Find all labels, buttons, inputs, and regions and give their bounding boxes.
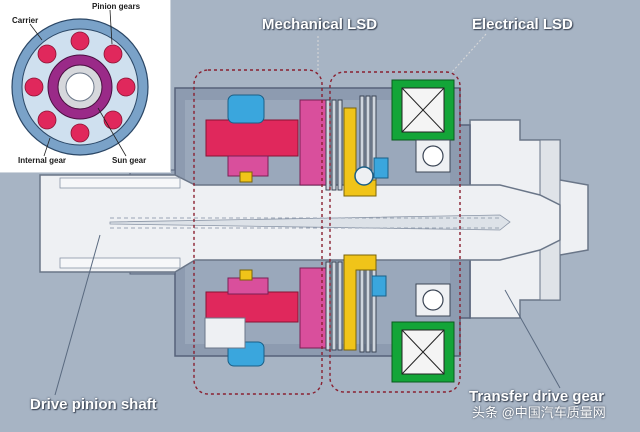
pinion-gears [24, 31, 136, 143]
drive-pinion-shaft [39, 174, 561, 273]
pinion-gears-label: Pinion gears [92, 2, 141, 11]
clutch-plates [325, 95, 377, 353]
transfer-drive-gear-label: Transfer drive gear [469, 388, 605, 405]
drive-pinion-shaft-leader [54, 234, 101, 396]
mechanical-lsd-upper-parts [205, 94, 327, 186]
electrical-lsd-label: Electrical LSD [472, 16, 573, 33]
ball-bearings [415, 139, 451, 317]
planetary-gear-inset: Carrier Pinion gears Internal gear Sun g… [0, 0, 171, 173]
sun-gear [47, 54, 113, 120]
electrical-lsd-actuator [343, 107, 389, 351]
mechanical-lsd-outline [193, 69, 323, 395]
drive-pinion-shaft-label: Drive pinion shaft [30, 396, 157, 413]
mechanical-lsd-label: Mechanical LSD [262, 16, 378, 33]
inset-leader-lines [29, 9, 127, 157]
electromagnetic-coil-upper [391, 79, 455, 141]
internal-gear-label: Internal gear [18, 156, 67, 165]
sun-gear-label: Sun gear [112, 156, 147, 165]
electrical-lsd-outline [329, 71, 461, 393]
carrier-label: Carrier [12, 16, 39, 25]
transfer-drive-gear-leader [504, 289, 561, 389]
planetary-gear-drawing [11, 9, 149, 157]
electrical-lsd-leader [451, 33, 487, 73]
electromagnetic-coil-lower [391, 321, 455, 383]
watermark: 头条 @中国汽车质量网 [472, 405, 606, 420]
